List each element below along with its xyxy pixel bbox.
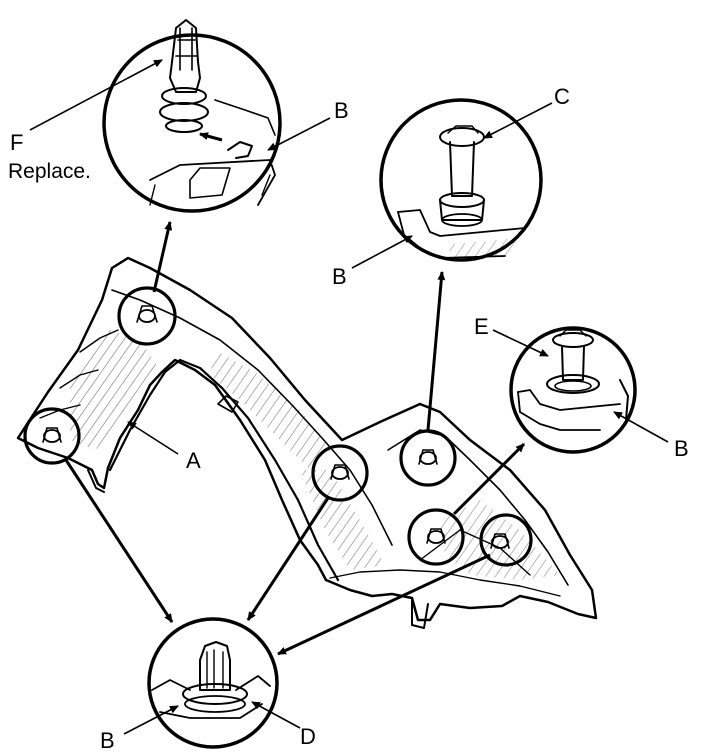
clip-location-right-top — [399, 429, 457, 487]
detail-bubble-clip-f — [102, 19, 282, 213]
label-b-right: B — [674, 436, 689, 461]
clip-locations — [23, 286, 533, 567]
clip-location-middle — [311, 444, 369, 502]
label-b-mid: B — [332, 264, 347, 289]
detail-bubble-clip-d — [147, 617, 279, 749]
clip-location-right-bottom — [407, 508, 465, 566]
label-f: F — [10, 130, 23, 155]
clip-location-top-left — [117, 286, 177, 346]
connection-arrows — [64, 221, 526, 656]
label-b-top: B — [334, 98, 349, 123]
detail-bubble-clip-c — [379, 98, 543, 262]
leader-lines — [29, 59, 669, 735]
detail-bubble-clip-e — [509, 326, 637, 454]
label-d: D — [300, 724, 316, 749]
clip-location-far-right — [479, 513, 533, 567]
clip-location-left — [23, 407, 81, 465]
label-e: E — [474, 314, 489, 339]
trim-panel — [16, 256, 598, 629]
label-c: C — [554, 84, 570, 109]
label-a: A — [186, 448, 201, 473]
label-f-note: Replace. — [8, 160, 91, 183]
label-b-bottom: B — [100, 728, 115, 753]
callout-labels: F Replace. B C B E B A B D — [8, 84, 689, 753]
